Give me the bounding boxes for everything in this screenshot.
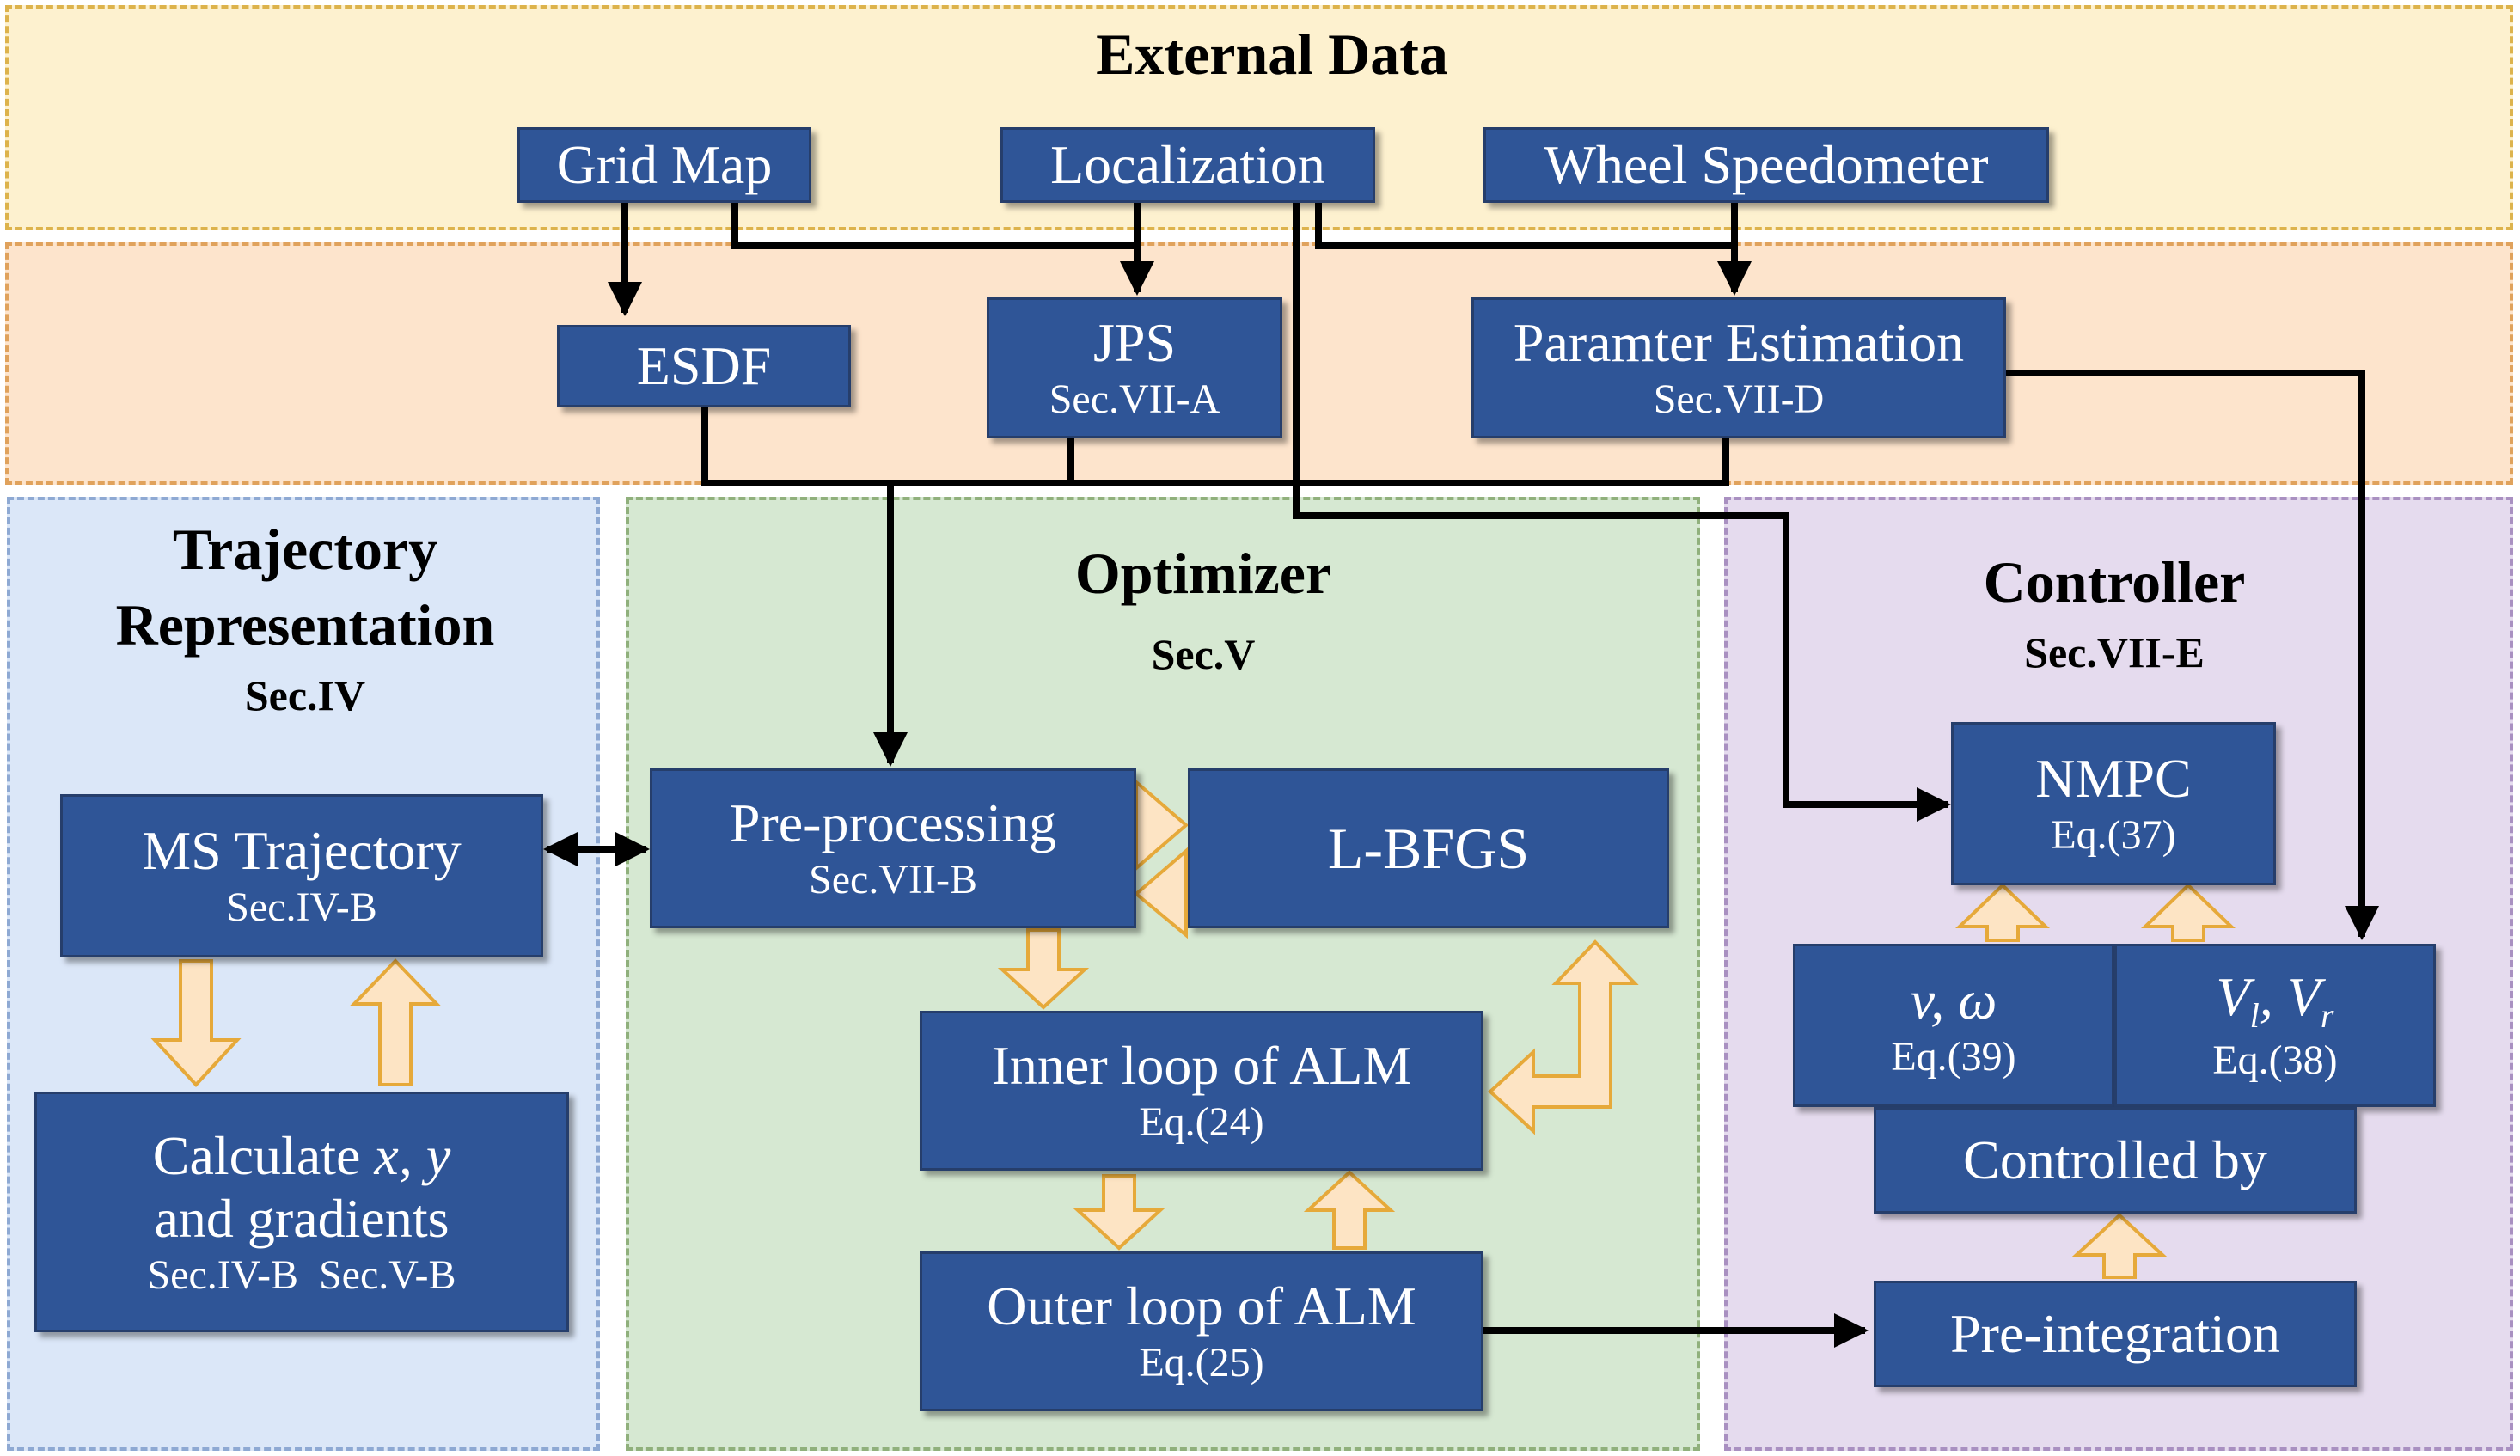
outer-loop-section: Eq.(25): [1139, 1340, 1264, 1386]
hollow-arrow-lbfgs-inner-loop: [1488, 939, 1639, 1135]
pre-processing-section: Sec.VII-B: [809, 857, 977, 902]
ms-trajectory-node: MS Trajectory Sec.IV-B: [60, 794, 543, 957]
esdf-label: ESDF: [636, 335, 772, 397]
nmpc-section: Eq.(37): [2051, 812, 2176, 858]
calculate-section: Sec.IV-B Sec.V-B: [147, 1251, 456, 1298]
v-omega-section: Eq.(39): [1891, 1034, 2016, 1080]
controlled-by-node: Controlled by: [1874, 1107, 2357, 1214]
vl-vr-section: Eq.(38): [2212, 1037, 2338, 1084]
jps-label: JPS: [1092, 312, 1177, 374]
hollow-arrow-inner-to-outer: [1073, 1174, 1165, 1251]
nmpc-label: NMPC: [2035, 748, 2192, 810]
hollow-arrow-ms-to-calc: [150, 959, 242, 1087]
trajectory-title-line1: Trajectory: [172, 517, 438, 582]
inner-loop-section: Eq.(24): [1139, 1099, 1264, 1145]
trajectory-title-line2: Representation: [115, 592, 495, 658]
outer-loop-node: Outer loop of ALM Eq.(25): [920, 1251, 1483, 1411]
optimizer-section: Sec.V: [1151, 630, 1256, 678]
ms-trajectory-section: Sec.IV-B: [226, 884, 377, 930]
wheel-speedometer-node: Wheel Speedometer: [1483, 127, 2049, 203]
lbfgs-node: L-BFGS: [1188, 768, 1669, 928]
jps-section: Sec.VII-A: [1049, 376, 1220, 422]
v-omega-label: v, ω: [1910, 970, 1997, 1031]
calculate-gradients-node: Calculate x, y and gradients Sec.IV-B Se…: [34, 1092, 569, 1332]
nmpc-node: NMPC Eq.(37): [1951, 722, 2276, 885]
arrow-gridmap-to-jps: [731, 203, 1154, 296]
hollow-arrow-vlvr-to-nmpc: [2141, 883, 2236, 942]
calculate-label: Calculate x, y: [153, 1124, 450, 1188]
pre-integration-node: Pre-integration: [1874, 1281, 2357, 1387]
pre-processing-node: Pre-processing Sec.VII-B: [650, 768, 1136, 928]
parameter-estimation-section: Sec.VII-D: [1653, 376, 1825, 422]
outer-loop-label: Outer loop of ALM: [987, 1276, 1416, 1337]
vl-vr-label: Vl, Vr: [2217, 965, 2334, 1036]
parameter-estimation-label: Paramter Estimation: [1513, 312, 1965, 374]
wheel-speedometer-label: Wheel Speedometer: [1544, 134, 1989, 196]
arrow-param-to-vlvr: [2006, 370, 2379, 940]
inner-loop-label: Inner loop of ALM: [991, 1035, 1412, 1097]
grid-map-node: Grid Map: [517, 127, 811, 203]
hollow-arrow-lbfgs-to-preproc: [1133, 847, 1188, 939]
vl-vr-sep: ,: [2259, 966, 2287, 1028]
jps-node: JPS Sec.VII-A: [987, 297, 1282, 438]
inner-loop-node: Inner loop of ALM Eq.(24): [920, 1011, 1483, 1171]
vl-base: V: [2216, 966, 2250, 1028]
pre-processing-label: Pre-processing: [729, 792, 1057, 854]
localization-node: Localization: [1000, 127, 1375, 203]
esdf-node: ESDF: [557, 325, 851, 407]
external-data-title: External Data: [1096, 21, 1448, 87]
vr-sub: r: [2320, 996, 2334, 1036]
calculate-label-prefix: Calculate: [152, 1124, 375, 1186]
hollow-arrow-calc-to-ms: [350, 958, 441, 1086]
calculate-label-math: x, y: [374, 1124, 451, 1186]
controller-title: Controller: [1983, 549, 2246, 615]
v-omega-node: v, ω Eq.(39): [1793, 944, 2114, 1107]
controller-section: Sec.VII-E: [2024, 628, 2205, 676]
hollow-arrow-preint-to-controlled: [2071, 1213, 2168, 1279]
arrow-localization-to-param: [1315, 203, 1752, 296]
trajectory-section: Sec.IV: [244, 671, 366, 719]
gradients-label: and gradients: [154, 1188, 450, 1250]
lbfgs-label: L-BFGS: [1327, 815, 1530, 881]
controlled-by-label: Controlled by: [1963, 1129, 2267, 1191]
arrow-localization-to-nmpc: [1293, 203, 1951, 822]
vl-sub: l: [2249, 996, 2260, 1036]
pre-integration-label: Pre-integration: [1950, 1303, 2280, 1365]
arrow-merge-to-preprocessing: [701, 407, 1729, 763]
localization-label: Localization: [1050, 134, 1325, 196]
vl-vr-node: Vl, Vr Eq.(38): [2114, 944, 2436, 1107]
hollow-arrow-preproc-to-lbfgs: [1135, 778, 1190, 872]
ms-trajectory-label: MS Trajectory: [142, 820, 462, 882]
vr-base: V: [2286, 966, 2321, 1028]
hollow-arrow-outer-to-inner: [1303, 1170, 1396, 1250]
hollow-arrow-preproc-to-inner: [997, 928, 1090, 1010]
grid-map-label: Grid Map: [556, 134, 773, 196]
parameter-estimation-node: Paramter Estimation Sec.VII-D: [1471, 297, 2006, 438]
hollow-arrow-vw-to-nmpc: [1955, 883, 2050, 942]
optimizer-title: Optimizer: [1074, 541, 1332, 606]
